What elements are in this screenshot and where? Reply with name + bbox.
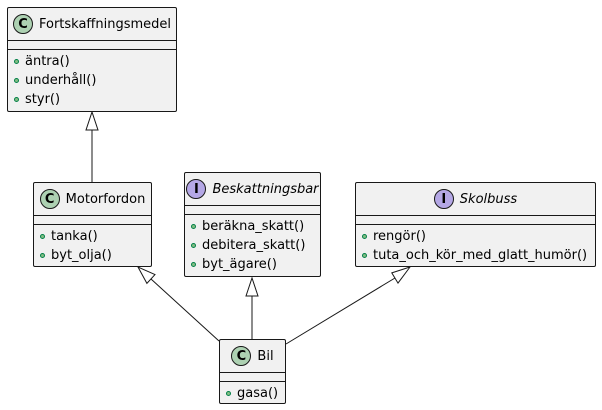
class-name: Motorfordon	[65, 191, 146, 207]
method-name: rengör()	[373, 229, 426, 244]
class-header: I Skolbuss	[356, 183, 595, 215]
interface-badge-icon: I	[433, 189, 454, 209]
relation-motorfordon-to-fortskaffningsmedel	[85, 110, 99, 182]
class-badge-icon: C	[12, 14, 33, 34]
method-item: byt_olja()	[34, 246, 151, 265]
method-name: tanka()	[51, 229, 98, 244]
method-item: byt_ägare()	[185, 255, 320, 274]
method-name: äntra()	[25, 54, 70, 69]
methods-compartment: tanka() byt_olja()	[34, 225, 151, 269]
methods-compartment: beräkna_skatt() debitera_skatt() byt_äga…	[185, 215, 320, 278]
interface-badge-icon: I	[186, 179, 207, 199]
class-motorfordon[interactable]: C Motorfordon tanka() byt_olja()	[33, 182, 152, 267]
fields-compartment	[185, 206, 320, 214]
public-method-icon	[362, 234, 367, 239]
method-item: styr()	[8, 90, 176, 109]
relation-bil-to-skolbuss	[285, 266, 412, 345]
method-item: underhåll()	[8, 71, 176, 90]
public-method-icon	[191, 224, 196, 229]
separator	[8, 49, 176, 50]
method-item: tuta_och_kör_med_glatt_humör()	[356, 246, 595, 265]
class-header: C Motorfordon	[34, 183, 151, 215]
method-item: gasa()	[220, 384, 285, 403]
separator	[220, 372, 285, 373]
method-item: äntra()	[8, 52, 176, 71]
class-fortskaffningsmedel[interactable]: C Fortskaffningsmedel äntra() underhåll(…	[7, 7, 177, 112]
class-bil[interactable]: C Bil gasa()	[219, 339, 286, 404]
separator	[34, 224, 151, 225]
method-name: byt_olja()	[51, 248, 112, 263]
method-name: underhåll()	[25, 73, 97, 88]
interface-beskattningsbar[interactable]: I Beskattningsbar beräkna_skatt() debite…	[184, 172, 321, 277]
separator	[185, 214, 320, 215]
class-name: Bil	[257, 348, 274, 364]
method-item: beräkna_skatt()	[185, 217, 320, 236]
separator	[356, 224, 595, 225]
public-method-icon	[14, 97, 19, 102]
method-name: beräkna_skatt()	[202, 219, 305, 234]
public-method-icon	[226, 391, 231, 396]
method-name: tuta_och_kör_med_glatt_humör()	[373, 248, 588, 263]
fields-compartment	[8, 41, 176, 49]
method-name: styr()	[25, 92, 61, 107]
class-header: I Beskattningsbar	[185, 173, 320, 205]
class-header: C Fortskaffningsmedel	[8, 8, 176, 40]
separator	[8, 40, 176, 41]
methods-compartment: rengör() tuta_och_kör_med_glatt_humör()	[356, 225, 595, 269]
public-method-icon	[40, 234, 45, 239]
fields-compartment	[34, 216, 151, 224]
public-method-icon	[14, 59, 19, 64]
interface-name: Beskattningsbar	[212, 181, 319, 197]
method-item: tanka()	[34, 227, 151, 246]
class-badge-icon: C	[231, 346, 252, 366]
method-name: gasa()	[237, 386, 279, 401]
fields-compartment	[356, 216, 595, 224]
fields-compartment	[220, 373, 285, 381]
separator	[356, 215, 595, 216]
method-item: rengör()	[356, 227, 595, 246]
method-item: debitera_skatt()	[185, 236, 320, 255]
public-method-icon	[40, 253, 45, 258]
class-name: Fortskaffningsmedel	[38, 16, 172, 32]
methods-compartment: äntra() underhåll() styr()	[8, 50, 176, 113]
public-method-icon	[191, 243, 196, 248]
separator	[220, 381, 285, 382]
relation-bil-to-beskattningsbar	[245, 276, 259, 339]
methods-compartment: gasa()	[220, 382, 285, 407]
separator	[34, 215, 151, 216]
public-method-icon	[362, 253, 367, 258]
separator	[185, 205, 320, 206]
method-name: debitera_skatt()	[202, 238, 306, 253]
method-name: byt_ägare()	[202, 257, 277, 272]
class-badge-icon: C	[39, 189, 60, 209]
public-method-icon	[14, 78, 19, 83]
class-header: C Bil	[220, 340, 285, 372]
relation-bil-to-motorfordon	[136, 265, 220, 342]
interface-skolbuss[interactable]: I Skolbuss rengör() tuta_och_kör_med_gla…	[355, 182, 596, 267]
interface-name: Skolbuss	[459, 191, 518, 207]
public-method-icon	[191, 262, 196, 267]
